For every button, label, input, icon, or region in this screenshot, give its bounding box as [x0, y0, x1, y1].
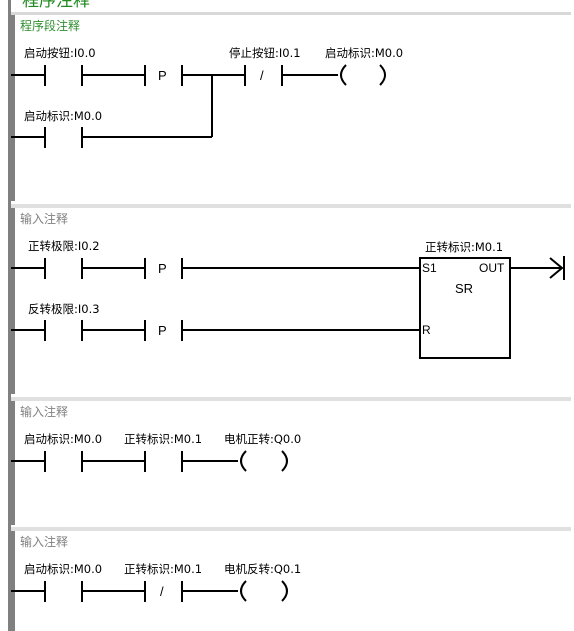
contact-forward-flag-nc[interactable]: / 正转标识:M0.1 [124, 562, 202, 602]
network-margin-bar [11, 15, 15, 201]
contact-start-flag[interactable]: 启动标识:M0.0 [24, 562, 102, 602]
network-margin-bar [11, 208, 15, 394]
contact-label: 正转极限:I0.2 [28, 239, 100, 253]
output-arrow-icon [549, 256, 565, 280]
sr-flipflop-box[interactable]: 正转标识:M0.1 SR S1 R OUT [419, 240, 511, 359]
network-comment[interactable]: 输入注释 [20, 404, 68, 419]
contact-forward-limit[interactable]: 正转极限:I0.2 [28, 239, 100, 279]
network-divider [11, 397, 571, 401]
contact-positive-edge[interactable]: P [144, 65, 183, 86]
contact-start-flag[interactable]: 启动标识:M0.0 [24, 432, 102, 472]
left-power-rail [8, 0, 11, 631]
coil-motor-reverse[interactable]: 电机反转:Q0.1 [224, 562, 301, 602]
network-divider [11, 527, 571, 531]
network-4[interactable]: 输入注释 启动标识:M0.0 / 正转标识:M0.1 电机反转:Q0.1 [11, 531, 301, 631]
network-2[interactable]: 输入注释 正转极限:I0.2 P 反转极限:I0.3 P [11, 208, 565, 394]
contact-forward-flag[interactable]: 正转标识:M0.1 [124, 432, 202, 472]
box-name: SR [455, 281, 473, 296]
contact-label: 正转标识:M0.1 [124, 432, 202, 446]
coil-label: 启动标识:M0.0 [325, 46, 403, 60]
network-divider [11, 12, 571, 15]
contact-label: 启动标识:M0.0 [24, 562, 102, 576]
network-1[interactable]: 程序段注释 启动按钮:I0.0 P / 停止按钮:I0.1 启动标识:M0.0 [11, 15, 403, 201]
contact-start-flag[interactable]: 启动标识:M0.0 [24, 109, 102, 148]
contact-reverse-limit[interactable]: 反转极限:I0.3 [28, 302, 100, 341]
contact-stop-button[interactable]: / 停止按钮:I0.1 [229, 46, 301, 86]
pin-s1: S1 [422, 261, 437, 275]
network-margin-bar [11, 531, 15, 631]
network-3[interactable]: 输入注释 启动标识:M0.0 正转标识:M0.1 电机正转:Q0.0 [11, 401, 301, 525]
box-operand-label: 正转标识:M0.1 [425, 240, 503, 254]
edge-symbol: P [158, 68, 167, 83]
coil-motor-forward[interactable]: 电机正转:Q0.0 [224, 432, 301, 472]
edge-symbol: P [158, 261, 167, 276]
negate-symbol: / [260, 68, 264, 83]
pin-out: OUT [479, 261, 505, 275]
contact-label: 启动标识:M0.0 [24, 109, 102, 123]
contact-label: 启动标识:M0.0 [24, 432, 102, 446]
pin-r: R [422, 323, 431, 337]
network-divider [11, 204, 571, 208]
coil-label: 电机正转:Q0.0 [224, 432, 301, 446]
contact-label: 正转标识:M0.1 [124, 562, 202, 576]
edge-symbol: P [158, 323, 167, 338]
network-margin-bar [11, 401, 15, 525]
contact-label: 反转极限:I0.3 [28, 302, 100, 316]
contact-label: 停止按钮:I0.1 [229, 46, 301, 60]
contact-positive-edge[interactable]: P [144, 258, 183, 279]
program-title: 程序注释 [22, 0, 90, 11]
contact-positive-edge[interactable]: P [144, 320, 183, 341]
coil-label: 电机反转:Q0.1 [224, 562, 301, 576]
network-comment[interactable]: 程序段注释 [20, 18, 80, 33]
coil-start-flag[interactable]: 启动标识:M0.0 [325, 46, 403, 86]
contact-label: 启动按钮:I0.0 [24, 46, 96, 60]
network-comment[interactable]: 输入注释 [20, 534, 68, 549]
network-comment[interactable]: 输入注释 [20, 211, 68, 226]
contact-start-button[interactable]: 启动按钮:I0.0 [24, 46, 96, 86]
negate-symbol: / [160, 584, 164, 599]
